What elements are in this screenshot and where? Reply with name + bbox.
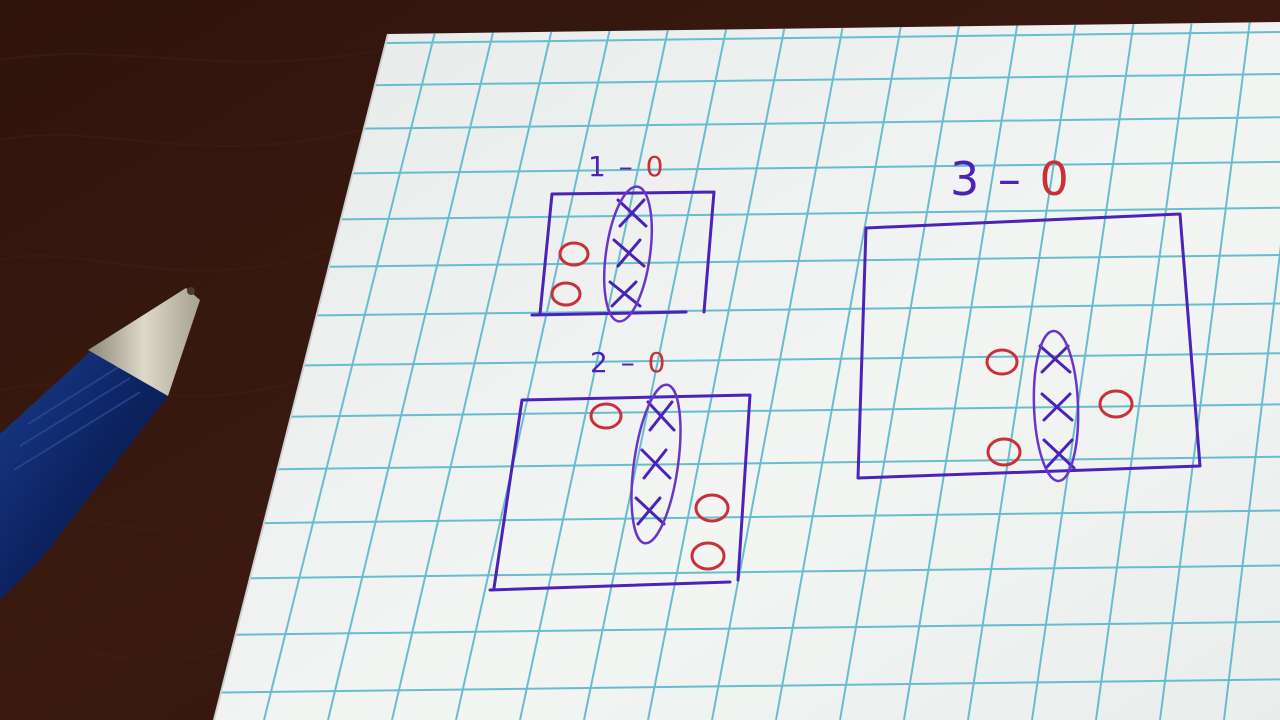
grid-line-vertical xyxy=(1095,22,1193,720)
x-mark xyxy=(1040,392,1074,422)
board-3-score: 3 – 0 xyxy=(950,152,1071,206)
grid-line-vertical xyxy=(647,22,787,720)
board-3-score-dash: – xyxy=(997,152,1023,206)
grid-line-horizontal xyxy=(214,352,1280,369)
grid-line-horizontal xyxy=(214,678,1280,695)
grid-line-vertical xyxy=(775,22,903,720)
x-mark xyxy=(1038,344,1072,374)
x-mark xyxy=(640,448,672,480)
grid-line-vertical xyxy=(1031,22,1135,720)
board-2 xyxy=(488,383,752,592)
grid-line-vertical xyxy=(839,22,961,720)
x-mark xyxy=(616,198,648,228)
grid-line-vertical xyxy=(711,22,845,720)
board-3 xyxy=(856,212,1202,483)
board-2-frame xyxy=(488,393,752,592)
grid-line-horizontal xyxy=(214,509,1280,526)
o-mark xyxy=(1098,389,1134,419)
winning-line-loop xyxy=(602,185,654,323)
grid-line-horizontal xyxy=(214,254,1280,270)
pen-body xyxy=(0,350,168,600)
board-1-x-score: 1 xyxy=(588,150,608,183)
board-3-x-marks xyxy=(1038,344,1076,470)
board-1-o-marks xyxy=(550,241,590,307)
board-1-o-score: 0 xyxy=(645,150,666,183)
board-1-frame xyxy=(530,190,716,317)
board-3-o-score: 0 xyxy=(1039,152,1071,206)
board-2-o-score: 0 xyxy=(647,346,668,379)
grid-line-horizontal xyxy=(214,455,1280,472)
board-3-o-marks xyxy=(985,348,1134,467)
x-mark xyxy=(1042,438,1076,470)
grid-line-vertical xyxy=(583,22,729,720)
grid-line-vertical xyxy=(1159,22,1251,720)
grid-line-horizontal xyxy=(214,302,1280,319)
o-mark xyxy=(589,402,623,430)
board-1-score: 1 – 0 xyxy=(588,150,665,183)
grid-line-vertical xyxy=(967,22,1077,720)
x-mark xyxy=(634,496,666,526)
x-mark xyxy=(646,400,676,432)
x-mark xyxy=(612,238,646,268)
grid-line-horizontal xyxy=(214,403,1280,420)
board-1-score-dash: – xyxy=(618,150,635,183)
pen-tip xyxy=(88,288,200,396)
o-mark xyxy=(985,348,1019,376)
o-mark xyxy=(986,437,1022,467)
board-2-score: 2 – 0 xyxy=(590,346,667,379)
o-mark xyxy=(550,281,582,307)
grid-line-horizontal xyxy=(214,564,1280,581)
grid-line-vertical xyxy=(903,22,1019,720)
grid-line-vertical xyxy=(263,22,439,720)
board-2-x-score: 2 xyxy=(590,346,610,379)
x-mark xyxy=(608,280,642,308)
ballpoint-pen-icon xyxy=(0,287,200,600)
winning-line-loop xyxy=(630,383,682,545)
board-2-score-dash: – xyxy=(620,346,637,379)
board-3-frame xyxy=(856,212,1202,480)
grid-line-horizontal xyxy=(214,620,1280,637)
grid-line-vertical xyxy=(519,22,671,720)
grid-line-vertical xyxy=(327,22,497,720)
board-2-x-marks xyxy=(634,400,676,526)
o-mark xyxy=(690,541,726,571)
board-1-x-marks xyxy=(608,198,648,308)
grid-line-vertical xyxy=(391,22,555,720)
board-1 xyxy=(530,185,716,323)
grid-line-vertical xyxy=(1223,22,1280,720)
winning-line-loop xyxy=(1032,329,1080,483)
board-2-o-marks xyxy=(589,402,730,571)
board-3-x-score: 3 xyxy=(950,152,982,206)
o-mark xyxy=(558,241,590,267)
o-mark xyxy=(694,493,730,523)
grid-line-vertical xyxy=(455,22,613,720)
